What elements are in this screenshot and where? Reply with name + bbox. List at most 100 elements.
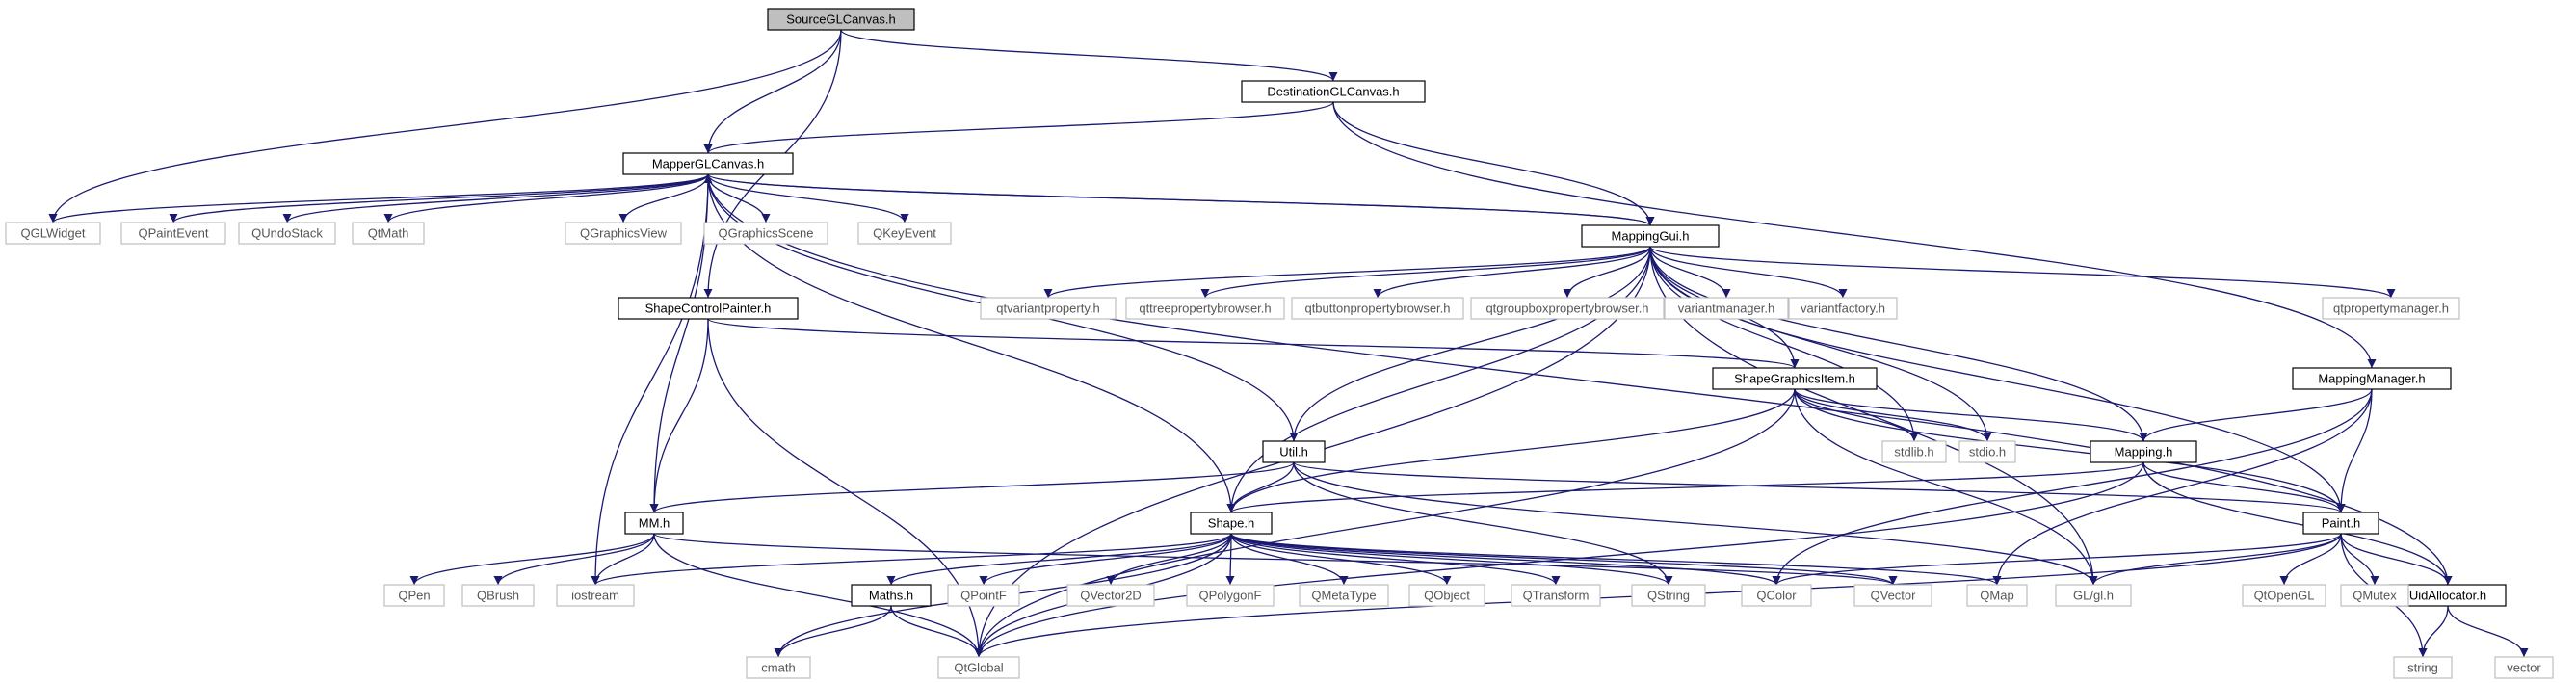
node-qmap: QMap: [1966, 584, 2028, 607]
node-qbrush: QBrush: [461, 584, 535, 607]
edge-paint-to-uidallocator: [2340, 533, 2453, 586]
node-box: [1190, 512, 1273, 535]
node-qobject: QObject: [1408, 584, 1485, 607]
node-maths[interactable]: Maths.h: [851, 584, 932, 607]
node-qpointf: QPointF: [947, 584, 1020, 607]
node-mappinggui[interactable]: MappingGui.h: [1581, 224, 1720, 248]
node-label: MappingManager.h: [2318, 372, 2425, 386]
node-box: [622, 152, 794, 175]
node-label: variantmanager.h: [1678, 302, 1774, 316]
edge-shapecontrolpainter-to-mm: [649, 318, 709, 513]
header-nodes: SourceGLCanvas.hDestinationGLCanvas.hMap…: [5, 8, 2554, 679]
node-box: [857, 222, 952, 245]
node-qvector2d: QVector2D: [1066, 584, 1155, 607]
node-label: GL/gl.h: [2073, 589, 2114, 603]
edge-shapegraphicsitem-to-shape: [1226, 388, 1796, 513]
node-label: string: [2407, 661, 2438, 675]
node-box: [565, 222, 682, 245]
edge-maths-to-qtglobal: [890, 605, 984, 658]
edge-mapperglcanvas-to-qglwidget: [48, 173, 709, 223]
node-sourceglcanvas[interactable]: SourceGLCanvas.h: [767, 8, 915, 31]
edge-uidallocator-to-vector: [2447, 605, 2529, 658]
node-box: [383, 584, 445, 607]
node-label: QMutex: [2353, 589, 2397, 603]
edge-mappinggui-to-mapperglcanvas: [703, 173, 1651, 226]
node-label: DestinationGLCanvas.h: [1267, 85, 1399, 99]
node-box: [1631, 584, 1706, 607]
node-qtransform: QTransform: [1511, 584, 1601, 607]
node-paint[interactable]: Paint.h: [2302, 512, 2379, 535]
node-mapperglcanvas[interactable]: MapperGLCanvas.h: [622, 152, 794, 175]
node-label: qttreepropertybrowser.h: [1139, 302, 1271, 316]
node-stdio: stdio.h: [1958, 440, 2016, 463]
node-qpaintevent: QPaintEvent: [120, 222, 226, 245]
node-mapping[interactable]: Mapping.h: [2090, 440, 2197, 463]
node-box: [352, 222, 425, 245]
node-box: [2090, 440, 2197, 463]
node-box: [1291, 297, 1464, 320]
node-shapecontrolpainter[interactable]: ShapeControlPainter.h: [618, 297, 799, 320]
edge-mapperglcanvas-to-uidallocator: [707, 173, 2453, 586]
edge-destinationglcanvas-to-mapperglcanvas: [703, 101, 1334, 154]
node-box: [1853, 584, 1932, 607]
node-box: [703, 222, 828, 245]
node-box: [556, 584, 635, 607]
node-box: [1262, 440, 1326, 463]
edge-mm-to-qtglobal: [653, 533, 984, 658]
node-box: [618, 297, 799, 320]
node-uidallocator[interactable]: UidAllocator.h: [2389, 584, 2507, 607]
node-box: [1299, 584, 1389, 607]
node-label: QPointF: [960, 589, 1007, 603]
node-qkeyevent: QKeyEvent: [857, 222, 952, 245]
edge-shape-to-qmap: [1230, 533, 2002, 586]
node-label: MM.h: [639, 516, 670, 531]
node-box: [851, 584, 932, 607]
node-box: [980, 297, 1117, 320]
node-box: [2322, 297, 2460, 320]
node-label: QMap: [1980, 589, 2013, 603]
node-destinationglcanvas[interactable]: DestinationGLCanvas.h: [1241, 80, 1426, 103]
edge-mapperglcanvas-to-qpaintevent: [169, 173, 709, 223]
node-qmutex: QMutex: [2340, 584, 2409, 607]
node-label: vector: [2507, 661, 2541, 675]
edge-mappingmanager-to-qmap: [1992, 388, 2373, 586]
node-qundostack: QUndoStack: [238, 222, 336, 245]
node-box: [1066, 584, 1155, 607]
node-label: ShapeGraphicsItem.h: [1734, 372, 1855, 386]
edge-shapegraphicsitem-to-qtglobal: [974, 388, 1796, 658]
edge-shape-to-qobject: [1230, 533, 1452, 586]
node-qglwidget: QGLWidget: [5, 222, 101, 245]
node-shapegraphicsitem[interactable]: ShapeGraphicsItem.h: [1712, 367, 1878, 390]
node-qmetatype: QMetaType: [1299, 584, 1389, 607]
edge-paint-to-qtopengl: [2279, 533, 2342, 586]
node-iostream: iostream: [556, 584, 635, 607]
edge-shape-to-maths: [886, 533, 1232, 586]
node-box: [1664, 297, 1789, 320]
node-stdlib: stdlib.h: [1881, 440, 1947, 463]
node-label: QKeyEvent: [873, 226, 936, 241]
node-box: [2055, 584, 2132, 607]
node-box: [1741, 584, 1812, 607]
node-label: QGraphicsView: [580, 226, 668, 241]
node-qpolygonf: QPolygonF: [1186, 584, 1275, 607]
edge-maths-to-cmath: [774, 605, 892, 658]
node-box: [937, 656, 1020, 679]
node-qtvariantproperty: qtvariantproperty.h: [980, 297, 1117, 320]
node-qgraphicsscene: QGraphicsScene: [703, 222, 828, 245]
node-string: string: [2393, 656, 2453, 679]
node-mm[interactable]: MM.h: [624, 512, 684, 535]
node-box: [767, 8, 915, 31]
edge-mapping-to-uidallocator: [2142, 461, 2453, 586]
node-label: Maths.h: [869, 589, 913, 603]
edge-shapecontrolpainter-to-qtglobal: [707, 318, 984, 658]
node-shape[interactable]: Shape.h: [1190, 512, 1273, 535]
node-label: UidAllocator.h: [2409, 589, 2486, 603]
node-label: QBrush: [477, 589, 519, 603]
edge-mappinggui-to-qtpropertymanager: [1649, 246, 2396, 299]
node-label: MappingGui.h: [1612, 229, 1690, 244]
edge-paint-to-qcolor: [1772, 533, 2342, 586]
node-util[interactable]: Util.h: [1262, 440, 1326, 463]
node-box: [1186, 584, 1275, 607]
node-mappingmanager[interactable]: MappingManager.h: [2292, 367, 2452, 390]
node-label: SourceGLCanvas.h: [786, 13, 895, 27]
